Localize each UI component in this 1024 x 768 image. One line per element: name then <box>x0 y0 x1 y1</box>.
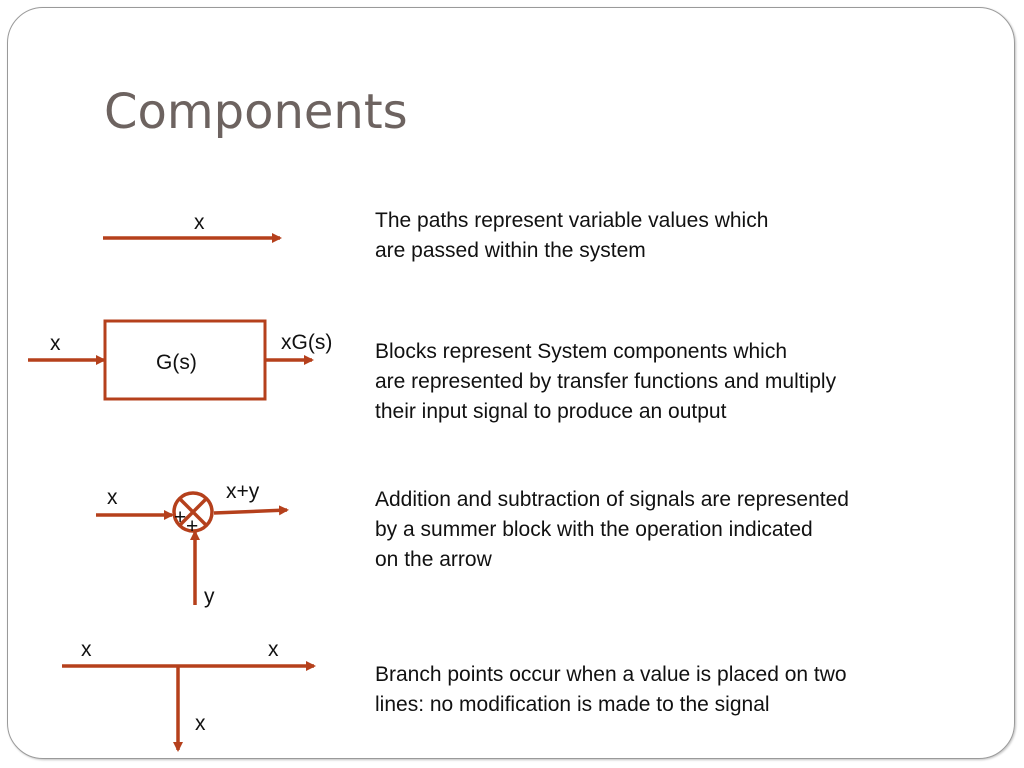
block-description-line: Blocks represent System components which <box>375 340 788 363</box>
summer-description: Addition and subtraction of signals are … <box>375 485 849 575</box>
branch-out-right-label: x <box>268 638 279 661</box>
branch-description-line: lines: no modification is made to the si… <box>375 693 770 716</box>
block-description-line: their input signal to produce an output <box>375 400 727 423</box>
block-output-label: xG(s) <box>281 331 332 354</box>
branch-in-label: x <box>81 638 92 661</box>
summer-output-label: x+y <box>226 480 260 503</box>
block-description-line: are represented by transfer functions an… <box>375 370 837 393</box>
block-diagram: G(s) x xG(s) <box>28 319 332 401</box>
summer-sign-x: + <box>174 506 186 529</box>
path-diagram: x <box>103 211 282 243</box>
slide-frame <box>7 7 1015 759</box>
summer-input-x-label: x <box>107 486 118 509</box>
summer-input-y-label: y <box>204 585 215 608</box>
summer-description-line: by a summer block with the operation ind… <box>375 518 813 541</box>
path-description-line: The paths represent variable values whic… <box>375 209 769 232</box>
summer-sign-y: + <box>186 515 198 538</box>
path-description: The paths represent variable values whic… <box>375 206 768 266</box>
block-label: G(s) <box>156 351 197 374</box>
branch-description-line: Branch points occur when a value is plac… <box>375 663 847 686</box>
summer-cross-b <box>178 497 208 527</box>
summer-diagram: + + x x+y y <box>96 480 289 608</box>
branch-out-down-label: x <box>195 712 206 735</box>
summer-output-arrow <box>213 505 289 516</box>
summer-description-line: Addition and subtraction of signals are … <box>375 488 849 511</box>
path-description-line: are passed within the system <box>375 239 646 262</box>
branch-diagram: x x x <box>62 638 316 752</box>
path-label: x <box>194 211 205 234</box>
summer-description-line: on the arrow <box>375 548 492 571</box>
slide-title: Components <box>104 84 408 140</box>
block-description: Blocks represent System components which… <box>375 337 836 427</box>
block-input-label: x <box>50 332 61 355</box>
branch-description: Branch points occur when a value is plac… <box>375 660 847 720</box>
